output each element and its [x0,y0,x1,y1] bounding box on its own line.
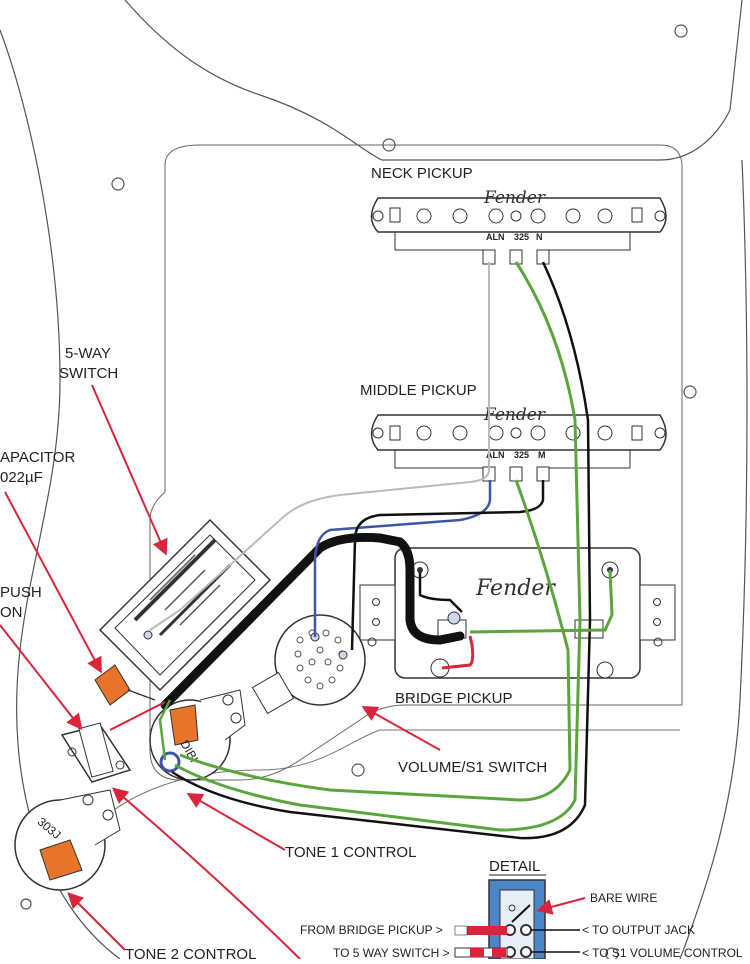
to-s1-volume-label: < TO S1 VOLUME CONTROL [582,946,743,959]
five-way-label-line1: 5-WAY [65,345,111,362]
wire-green-bridge [469,569,614,634]
bridge-pickup-label: BRIDGE PICKUP [395,690,513,707]
bare-wire-label: BARE WIRE [590,891,657,905]
wire-green-tone [158,699,172,761]
middle-fender-logo: Fender [483,405,546,425]
arrow-tone2 [67,892,126,951]
from-bridge-label: FROM BRIDGE PICKUP > [300,923,443,937]
to-output-label: < TO OUTPUT JACK [582,923,695,937]
push-label-line1: PUSH [0,584,42,601]
wire-green-neck [174,261,582,832]
pickguard-inner-edge [89,729,680,831]
neck-fender-logo: Fender [483,188,546,208]
push-label-line2: ON [0,604,23,621]
bridge-fender-logo: Fender [475,576,556,601]
middle-pickup-label: MIDDLE PICKUP [360,382,477,399]
detail-wires [454,925,580,958]
arrow-bare-wire [536,897,586,915]
capacitor [94,664,156,706]
neck-pol-text: N [536,232,543,242]
arrow-push [0,624,83,731]
middle-pickup: Fender ALN 325 M [370,405,667,482]
tone2-pot: 303J [14,789,121,891]
push-switch [60,722,132,783]
arrow-volume [361,706,441,751]
middle-pol-text: M [538,450,546,460]
wire-black-middle [350,480,545,651]
tone1-label: TONE 1 CONTROL [285,844,416,861]
arrow-from-switch [111,787,301,960]
arrow-tone1 [186,792,286,851]
capacitor-label-line1: APACITOR [0,449,75,466]
neck-aln-text: ALN [486,232,505,242]
wire-red-push [109,701,166,731]
to-five-way-label: TO 5 WAY SWITCH > [333,946,450,959]
wire-black-bridge [418,572,463,613]
neck-pickup-label: NECK PICKUP [371,165,473,182]
wire-white [149,262,490,631]
middle-aln-text: ALN [486,450,505,460]
wire-blue [313,480,492,637]
wire-black-neck [171,261,592,840]
arrow-capacitor [4,491,102,674]
volume-s1-label: VOLUME/S1 SWITCH [398,759,547,776]
middle-num-text: 325 [514,450,529,460]
tone2-label: TONE 2 CONTROL [125,946,256,959]
neck-num-text: 325 [514,232,529,242]
pickguard-right-edge [679,159,748,960]
pickguard-outline [124,0,743,161]
annotation-arrows [0,384,441,960]
pickup-cavity [149,144,683,781]
neck-pickup: Fender ALN 325 N [370,188,667,265]
capacitor-label-line2: 022µF [0,469,43,486]
volume-s1-pot [251,614,366,715]
wires [109,261,614,840]
wire-black-thick [160,533,465,710]
arrow-five-way [91,384,168,556]
five-way-label-line2: SWITCH [59,365,118,382]
detail-label: DETAIL [489,858,540,875]
detail-switch [488,879,546,960]
wire-green-middle [179,479,572,802]
wire-red-bridge [441,635,475,670]
